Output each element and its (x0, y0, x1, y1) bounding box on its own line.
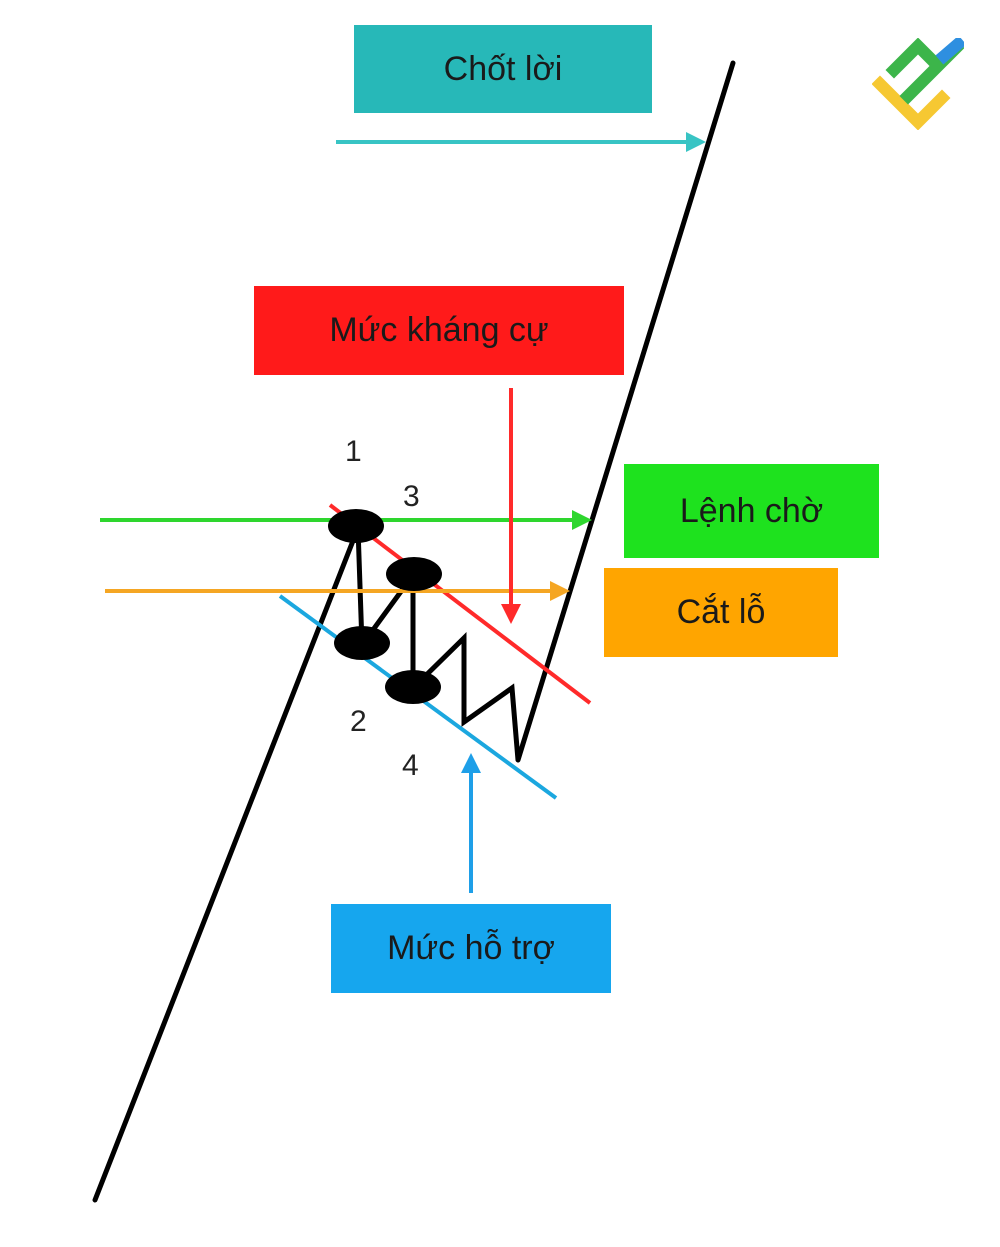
support-label: Mức hỗ trợ (331, 904, 611, 993)
point-number-4: 4 (402, 749, 419, 782)
diamond-logo-icon (872, 38, 964, 130)
trend-line-left (92, 525, 361, 1203)
point-number-1: 1 (345, 435, 362, 468)
pivot-dot-2 (334, 626, 390, 660)
stop-loss-label: Cắt lỗ (604, 568, 838, 657)
take-profit-label: Chốt lời (354, 25, 652, 113)
point-number-3: 3 (403, 480, 420, 513)
pivot-dot-1 (328, 509, 384, 543)
pivot-dot-3 (386, 557, 442, 591)
point-number-2: 2 (350, 705, 367, 738)
pivot-dot-4 (385, 670, 441, 704)
pending-order-label: Lệnh chờ (624, 464, 879, 558)
trend-line-right (515, 60, 736, 763)
resistance-label: Mức kháng cự (254, 286, 624, 375)
